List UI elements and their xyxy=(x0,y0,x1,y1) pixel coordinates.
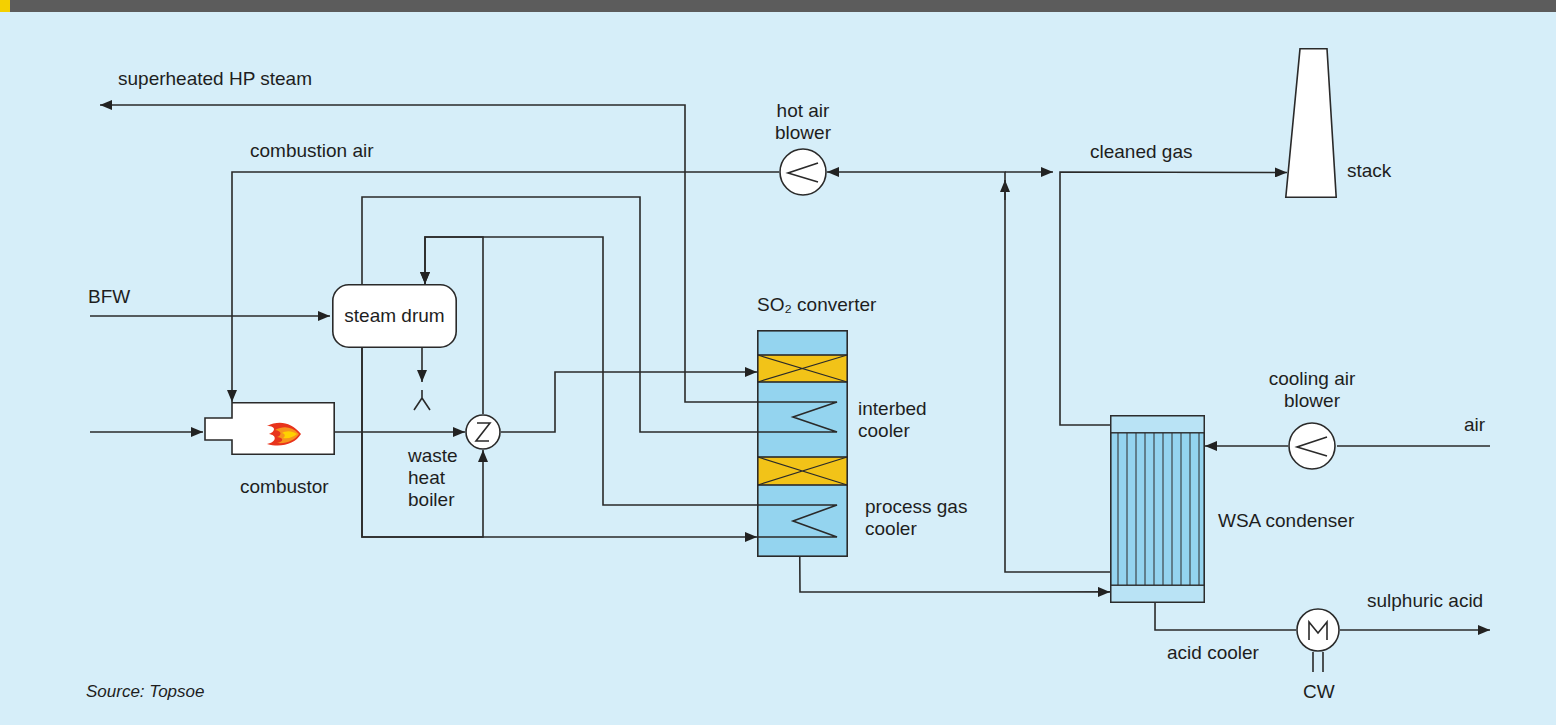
node-label: hot air blower xyxy=(763,100,843,144)
flow-connector xyxy=(501,372,757,432)
feed-line xyxy=(90,431,203,433)
node-label: acid cooler xyxy=(1167,642,1259,664)
combustor: combustor xyxy=(205,402,335,455)
flow-connector xyxy=(1060,172,1287,425)
stream-label: superheated HP steam xyxy=(118,68,312,90)
boiler-symbol xyxy=(476,423,490,441)
utility-label: CW xyxy=(1303,681,1335,703)
flow-connector xyxy=(335,431,465,433)
node-shape xyxy=(757,330,848,557)
condenser-tube xyxy=(1154,433,1155,585)
node-shape xyxy=(757,495,840,545)
cooler-outline xyxy=(1297,609,1339,651)
condenser-tube xyxy=(1190,433,1191,585)
bfw-line xyxy=(90,315,330,317)
stream-label: combustion air xyxy=(250,140,374,162)
blower-symbol xyxy=(1297,437,1327,456)
catalyst-bed xyxy=(758,355,847,382)
coil-symbol xyxy=(757,402,837,432)
flame xyxy=(282,431,297,438)
flow-connector xyxy=(425,237,757,505)
flow-connector xyxy=(1205,445,1288,447)
condenser-outline xyxy=(1111,416,1204,602)
stream-label: air xyxy=(1464,414,1485,436)
steam-line xyxy=(100,105,757,402)
stream-label: BFW xyxy=(88,286,130,308)
flow-connector xyxy=(800,557,1110,592)
node-label: combustor xyxy=(240,476,329,498)
node-shape xyxy=(1288,422,1336,470)
drum-outline xyxy=(333,285,456,347)
condenser-tube xyxy=(1181,433,1182,585)
air-branch-line xyxy=(1005,171,1053,173)
stream-label: sulphuric acid xyxy=(1367,590,1483,612)
node-shape xyxy=(1296,608,1340,652)
condenser-tube xyxy=(1199,433,1200,585)
node-label: stack xyxy=(1347,160,1391,182)
node-label: process gas cooler xyxy=(865,496,970,540)
converter-outline xyxy=(758,331,847,556)
cooling-water-lines xyxy=(1313,652,1323,672)
node-shape xyxy=(779,148,827,196)
catalyst-bed xyxy=(758,457,847,485)
node-shape xyxy=(1285,48,1337,198)
node-shape xyxy=(1110,415,1205,603)
stream-label: cleaned gas xyxy=(1090,141,1192,163)
node-shape xyxy=(205,402,335,455)
condenser-header xyxy=(1111,416,1204,433)
acid-cooler-circle: acid cooler xyxy=(1296,608,1340,652)
node-shape xyxy=(465,414,501,450)
flow-connector xyxy=(1155,603,1296,630)
node-label: WSA condenser xyxy=(1218,510,1354,532)
flow-connector xyxy=(362,348,757,537)
flame xyxy=(275,427,299,443)
converter-column: SO₂ converterinterbed coolerprocess gas … xyxy=(757,330,848,557)
header-mark xyxy=(0,0,10,12)
drain-symbol xyxy=(414,390,430,410)
cooler-symbol xyxy=(1309,622,1327,640)
condenser-tube xyxy=(1163,433,1164,585)
blower-circle: hot air blower xyxy=(779,148,827,196)
condenser-tube xyxy=(1145,433,1146,585)
coil-symbol xyxy=(757,505,837,537)
blower-outline xyxy=(780,149,826,195)
bed-cross xyxy=(758,355,847,382)
bed-cross xyxy=(758,457,847,485)
stack-outline xyxy=(1286,49,1336,197)
acid-outlet-line xyxy=(1340,629,1490,631)
blower-symbol xyxy=(788,163,818,182)
condenser-tube xyxy=(1127,433,1128,585)
node-label: SO₂ converter xyxy=(757,294,876,316)
flame xyxy=(267,423,301,446)
combustor-outline xyxy=(205,403,334,454)
node-label: steam drum xyxy=(332,305,457,327)
boiler-circle: waste heat boiler xyxy=(465,414,501,450)
node-label: interbed cooler xyxy=(858,398,943,442)
source-note: Source: Topsoe xyxy=(86,681,204,703)
condenser-header xyxy=(1111,585,1204,602)
flow-connector xyxy=(362,348,483,537)
blower-outline xyxy=(1289,423,1335,469)
drain-line xyxy=(421,348,423,382)
condenser-tube xyxy=(1118,433,1119,585)
condenser-tube xyxy=(1172,433,1173,585)
air-inlet-line xyxy=(1337,445,1490,447)
steam-drum: steam drum xyxy=(332,284,457,348)
stack: stack xyxy=(1285,48,1337,198)
condenser-box: WSA condenser xyxy=(1110,415,1205,603)
flow-connector xyxy=(232,172,779,402)
condenser-tube xyxy=(1136,433,1137,585)
header-band xyxy=(0,0,1556,12)
blower-circle: cooling air blower xyxy=(1288,422,1336,470)
cooler-coil: interbed cooler xyxy=(757,395,840,440)
boiler-outline xyxy=(466,415,500,449)
flow-connector xyxy=(827,172,1110,572)
cooler-coil: process gas cooler xyxy=(757,495,840,545)
node-shape xyxy=(757,395,840,440)
node-label: waste heat boiler xyxy=(408,445,470,511)
node-label: cooling air blower xyxy=(1252,368,1372,412)
